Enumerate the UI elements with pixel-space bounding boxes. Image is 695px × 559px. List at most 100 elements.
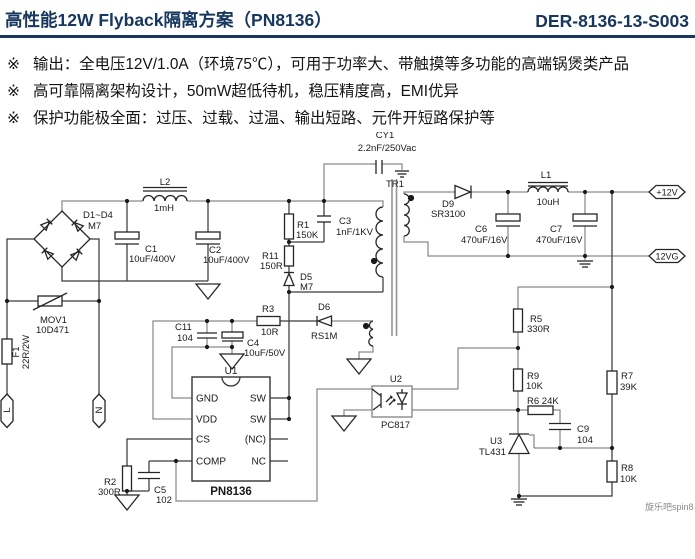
earth-ground-symbol	[395, 170, 409, 178]
label-r9-value: 10K	[526, 381, 544, 392]
label-cy1-value: 2.2nF/250Vac	[358, 143, 417, 154]
label-r9: R9	[527, 371, 539, 382]
resistor-r2	[121, 465, 133, 492]
label-c11: C11	[175, 322, 192, 333]
label-c11-value: 104	[177, 333, 193, 344]
junction-dots	[4, 190, 615, 499]
varistor-mov1	[32, 292, 68, 311]
resistor-r8	[606, 460, 618, 483]
circuit-schematic: GND VDD CS COMP SW SW (NC) NC L N +12V 1…	[0, 132, 695, 524]
ic-u1: GND VDD CS COMP SW SW (NC) NC	[191, 376, 271, 482]
schematic-svg: GND VDD CS COMP SW SW (NC) NC L N +12V 1…	[0, 132, 686, 512]
label-r8-value: 10K	[620, 474, 638, 485]
label-c9-value: 104	[577, 435, 593, 446]
label-d9: D9	[442, 199, 454, 210]
bullet-marker: ※	[7, 56, 20, 74]
label-c4: C4	[247, 338, 259, 349]
ground-symbols	[113, 170, 593, 512]
terminal-12v: +12V	[648, 185, 686, 200]
label-r1-value: 150K	[296, 230, 319, 241]
label-r8: R8	[621, 463, 633, 474]
label-f1-value: 22R/2W	[21, 335, 32, 369]
label-c9: C9	[577, 424, 589, 435]
resistor-r11	[283, 245, 295, 267]
label-u3: U3	[490, 436, 502, 447]
bullet-marker: ※	[7, 83, 20, 101]
label-d5: D5	[300, 272, 312, 283]
label-r2-value: 300R	[98, 487, 121, 498]
label-r2: R2	[104, 477, 116, 488]
page-header: 高性能12W Flyback隔离方案（PN8136） DER-8136-13-S…	[0, 0, 695, 32]
pin-label: VDD	[196, 415, 217, 426]
list-item: ※ 高可靠隔离架构设计，50mW超低待机，稳压精度高，EMI优异	[7, 78, 691, 105]
pin-label: COMP	[196, 457, 226, 468]
label-c6: C6	[475, 224, 487, 235]
label-c7-value: 470uF/16V	[536, 235, 583, 246]
pin-label: GND	[196, 394, 218, 405]
component-labels: L2 1mH D1~D4 M7 C1 10uF/400V C2 10uF/400…	[11, 132, 638, 506]
ground-symbol	[330, 415, 358, 433]
resistor-r5	[512, 308, 524, 333]
bridge-rectifier	[33, 210, 91, 269]
label-u2: U2	[390, 374, 402, 385]
list-item: ※ 输出：全电压12V/1.0A（环境75℃），可用于功率大、带触摸等多功能的高…	[7, 51, 691, 78]
label-c2-value: 10uF/400V	[203, 255, 250, 266]
label-c3: C3	[339, 216, 351, 227]
label-r6: R6 24K	[527, 396, 559, 407]
label-r1: R1	[297, 220, 309, 231]
label-c4-value: 10uF/50V	[244, 348, 286, 359]
terminal-12vg: 12VG	[648, 249, 686, 264]
circuit-wires	[61, 163, 649, 502]
label-c2: C2	[209, 245, 221, 256]
optocoupler-u2	[371, 385, 413, 418]
label-mov1: MOV1	[40, 315, 67, 326]
terminal-label: L	[2, 408, 13, 413]
cap-c3	[317, 215, 331, 223]
label-r7: R7	[621, 371, 633, 382]
transformer-tr1	[362, 179, 415, 347]
label-c1-value: 10uF/400V	[129, 254, 176, 265]
label-r11-value: 150R	[260, 261, 283, 272]
terminal-l: L	[0, 393, 14, 429]
label-l1: L1	[541, 170, 552, 181]
resistor-r6	[527, 405, 554, 416]
resistor-r1	[283, 213, 295, 240]
label-cy1: CY1	[376, 132, 394, 141]
earth-ground-symbol	[577, 260, 593, 268]
label-mov1-value: 10D471	[36, 325, 69, 336]
header-divider	[0, 35, 695, 39]
pin-label: CS	[196, 435, 210, 446]
earth-ground-symbol	[511, 498, 527, 506]
fuse-f1	[1, 338, 13, 365]
terminal-n: N	[92, 393, 106, 429]
phase-dot	[407, 195, 415, 202]
terminal-label: 12VG	[655, 252, 678, 262]
resistor-r9	[512, 368, 524, 392]
label-l1-value: 10uH	[537, 197, 560, 208]
label-u1: U1	[225, 366, 238, 377]
resistor-r7	[606, 370, 618, 395]
cap-c11	[197, 332, 217, 339]
label-c5-value: 102	[156, 495, 172, 506]
resistor-r3	[256, 316, 281, 327]
bullet-text: 保护功能极全面：过压、过载、过温、输出短路、元件开短路保护等	[33, 110, 495, 128]
label-f1: F1	[11, 347, 22, 358]
ground-symbol	[113, 494, 141, 512]
pin-label: NC	[252, 457, 266, 468]
label-u1-part: PN8136	[210, 486, 252, 498]
cap-c7	[572, 213, 598, 227]
cap-c9	[549, 423, 571, 431]
label-d6: D6	[318, 302, 330, 313]
label-c1: C1	[145, 244, 157, 255]
label-u2-part: PC817	[381, 420, 410, 431]
cap-cy1	[375, 160, 383, 175]
label-r3-value: 10R	[261, 327, 279, 338]
circuit-wires-dark	[6, 192, 613, 497]
label-tr1: TR1	[386, 179, 404, 190]
pin-label: SW	[250, 394, 267, 405]
watermark: 旋乐吧spin8	[645, 502, 694, 513]
label-c6-value: 470uF/16V	[461, 235, 508, 246]
diode-d6	[316, 315, 333, 328]
terminal-label: +12V	[656, 188, 677, 198]
diode-d9	[454, 184, 473, 200]
